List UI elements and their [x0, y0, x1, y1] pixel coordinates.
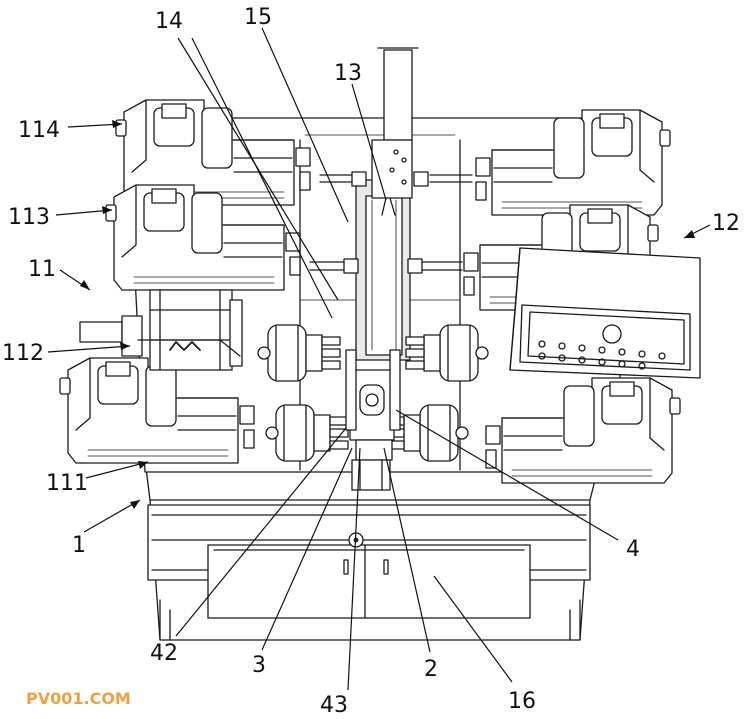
vertical-column-15 — [355, 47, 419, 361]
label-111: 111 — [46, 471, 88, 496]
base-frame — [144, 459, 601, 641]
watermark: PV001.COM — [26, 689, 131, 708]
feed-rods — [309, 171, 473, 274]
label-1: 1 — [72, 533, 86, 558]
label-113: 113 — [8, 205, 50, 230]
label-14: 14 — [155, 9, 183, 34]
label-114: 114 — [18, 118, 60, 143]
control-box-12 — [509, 247, 701, 379]
part-labels: 14 15 13 114 113 12 11 112 111 1 4 42 3 … — [2, 5, 740, 718]
leader-lines — [47, 27, 711, 691]
label-2: 2 — [424, 657, 438, 682]
label-12: 12 — [712, 211, 740, 236]
label-13: 13 — [334, 61, 362, 86]
label-43: 43 — [320, 693, 348, 718]
label-16: 16 — [508, 689, 536, 714]
work-head-2 — [345, 349, 401, 491]
control-buttons — [538, 340, 666, 370]
label-3: 3 — [252, 653, 266, 678]
motor-unit-112 — [79, 289, 243, 371]
label-4: 4 — [626, 537, 640, 562]
label-42: 42 — [150, 641, 178, 666]
label-112: 112 — [2, 341, 44, 366]
label-11: 11 — [28, 257, 56, 282]
label-15: 15 — [244, 5, 272, 30]
